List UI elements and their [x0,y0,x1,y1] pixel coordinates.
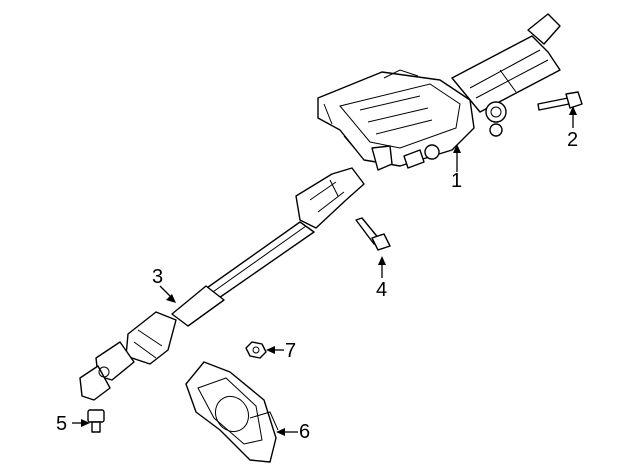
callout-4: 4 [376,279,388,301]
callout-1: 1 [451,170,463,192]
callout-5: 5 [56,413,68,435]
part-3-intermediate-shaft[interactable] [79,167,365,401]
callout-7: 7 [285,340,297,362]
callout-6: 6 [299,421,311,443]
leader-lines [72,106,577,436]
callout-3: 3 [152,266,164,288]
part-4-bolt[interactable] [355,217,391,251]
callout-2: 2 [567,129,579,151]
part-6-boot-cover[interactable] [185,361,279,463]
part-7-nut[interactable] [245,341,267,359]
part-2-bolt[interactable] [537,91,583,111]
part-5-bolt[interactable] [87,409,105,433]
part-1-steering-column[interactable] [317,13,561,171]
